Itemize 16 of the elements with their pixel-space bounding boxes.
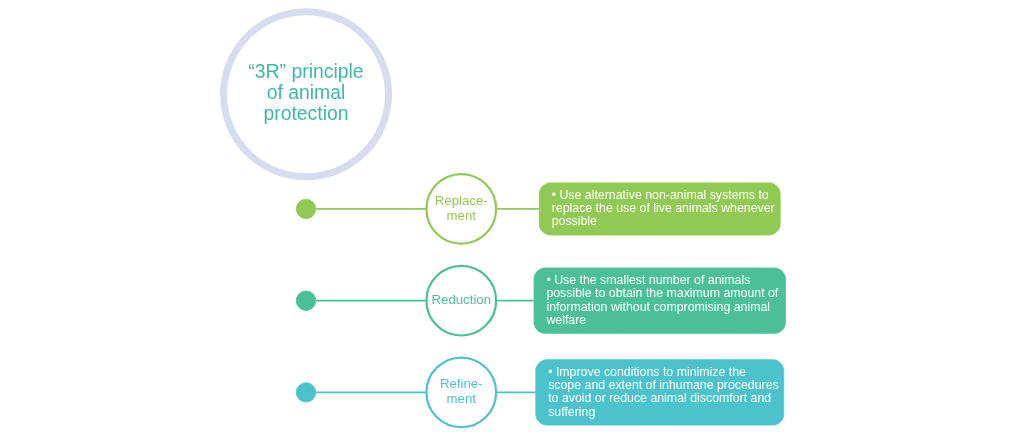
node-circle: Reduction	[425, 264, 498, 337]
connector	[314, 208, 428, 210]
node-circle	[295, 198, 317, 220]
node-box: • Use alternative non-animal systems to replace the use of live animals whenever possible	[538, 182, 781, 236]
node-circle: Replace- ment	[425, 172, 498, 245]
node-circle: “3R” principle of animal protection	[220, 8, 392, 181]
node-box: • Use the smallest number of animals possible to obtain the maximum amount of information without compromising animal welfare	[533, 267, 786, 334]
node-circle	[295, 382, 317, 403]
connector	[314, 391, 428, 394]
connector	[314, 299, 428, 302]
node-circle: Refine- ment	[425, 356, 498, 429]
connector	[495, 391, 537, 394]
node-box: • Improve conditions to minimize the scope and extent of inhumane procedures to avoid or reduce animal discomfort and suffering	[535, 359, 785, 426]
connector	[495, 299, 535, 302]
node-circle	[295, 290, 317, 311]
connector	[495, 208, 540, 210]
